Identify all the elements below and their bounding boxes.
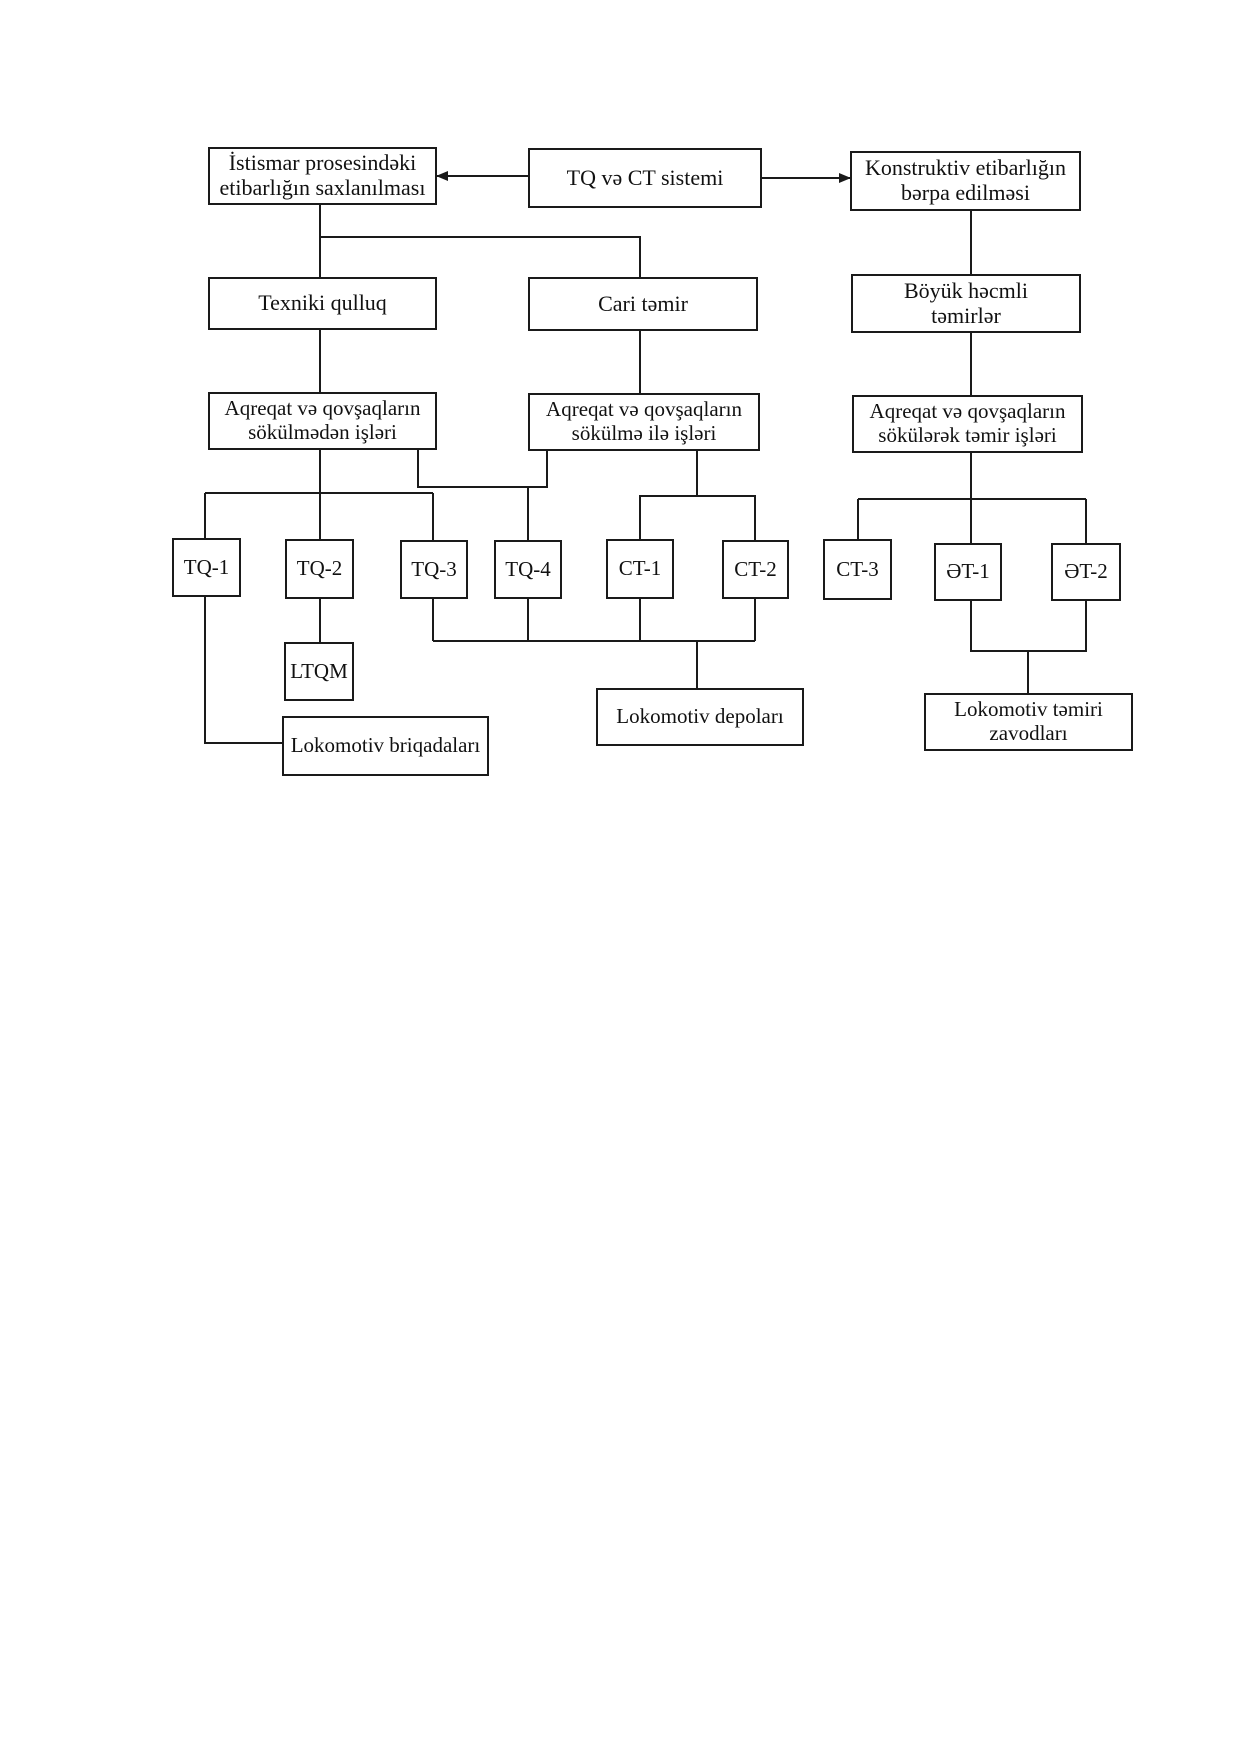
box-text: Lokomotiv depoları — [616, 704, 784, 729]
connector — [639, 495, 756, 540]
box-text: CT-1 — [618, 556, 662, 581]
box-tq-4: TQ-4 — [494, 540, 562, 599]
box-text-line: Konstruktiv etibarlığın — [864, 155, 1067, 181]
box-text: CT-3 — [836, 556, 879, 581]
box-tq-1: TQ-1 — [172, 538, 241, 597]
box-konstruktiv-etibarliq: Konstruktiv etibarlığın bərpa edilməsi — [850, 151, 1081, 211]
box-cari-temir: Cari təmir — [528, 277, 758, 331]
connector — [417, 450, 548, 488]
box-text: LTQM — [290, 658, 348, 683]
box-text: CT-2 — [734, 556, 777, 581]
box-text: TQ-1 — [183, 554, 230, 579]
box-text-line: Aqreqat və qovşaqların — [546, 397, 742, 422]
box-tq-ct-sistemi: TQ və CT sistemi — [528, 148, 762, 208]
box-ct-1: CT-1 — [606, 539, 674, 599]
box-text: Texniki qulluq — [258, 290, 387, 316]
box-sokulerek-temir-isleri: Aqreqat və qovşaqların sökülərək təmir i… — [852, 395, 1083, 453]
box-text: ƏT-2 — [1064, 559, 1108, 584]
box-text-line: sökülərək təmir işləri — [878, 423, 1057, 447]
box-tq-3: TQ-3 — [400, 540, 468, 599]
box-boyuk-hecmli-temirler: Böyük həcmli təmirlər — [851, 274, 1081, 333]
connector — [970, 601, 1087, 652]
box-text: TQ-3 — [411, 556, 457, 581]
box-text: Lokomotiv briqadaları — [290, 733, 481, 758]
box-text: ƏT-1 — [946, 559, 990, 584]
box-lokomotiv-temiri-zavodlari: Lokomotiv təmiri zavodları — [924, 693, 1133, 751]
box-et-2: ƏT-2 — [1051, 543, 1121, 601]
box-tq-2: TQ-2 — [285, 539, 354, 599]
box-text-line: Böyük həcmli — [903, 277, 1029, 303]
box-ct-2: CT-2 — [722, 540, 789, 599]
box-text: TQ-2 — [296, 556, 343, 581]
box-text: TQ və CT sistemi — [566, 164, 724, 190]
box-sokulmeden-isleri: Aqreqat və qovşaqların sökülmədən işləri — [208, 392, 437, 450]
box-text-line: Aqreqat və qovşaqların — [869, 399, 1066, 424]
box-text-line: zavodları — [989, 721, 1068, 745]
box-sokulme-ile-isleri: Aqreqat və qovşaqların sökülmə ilə işlər… — [528, 393, 760, 451]
box-text-line: Aqreqat və qovşaqların — [224, 396, 421, 421]
box-lokomotiv-depolari: Lokomotiv depoları — [596, 688, 804, 746]
box-text-line: təmirlər — [931, 302, 1001, 328]
box-lokomotiv-briqadalari: Lokomotiv briqadaları — [282, 716, 489, 776]
box-et-1: ƏT-1 — [934, 543, 1002, 601]
box-text-line: sökülmə ilə işləri — [571, 421, 717, 445]
box-ltqm: LTQM — [284, 642, 354, 701]
connector — [204, 597, 282, 744]
box-text-line: İstismar prosesindəki — [228, 150, 417, 176]
connector — [320, 236, 641, 277]
box-text-line: Lokomotiv təmiri — [954, 697, 1103, 722]
box-istismar-etibarliq: İstismar prosesindəki etibarlığın saxlan… — [208, 147, 437, 205]
box-text-line: etibarlığın saxlanılması — [219, 175, 426, 200]
box-texniki-qulluq: Texniki qulluq — [208, 277, 437, 330]
box-text-line: bərpa edilməsi — [901, 180, 1030, 205]
box-ct-3: CT-3 — [823, 539, 892, 600]
box-text: TQ-4 — [505, 556, 551, 581]
box-text-line: sökülmədən işləri — [248, 420, 397, 444]
box-text: Cari təmir — [598, 290, 688, 316]
